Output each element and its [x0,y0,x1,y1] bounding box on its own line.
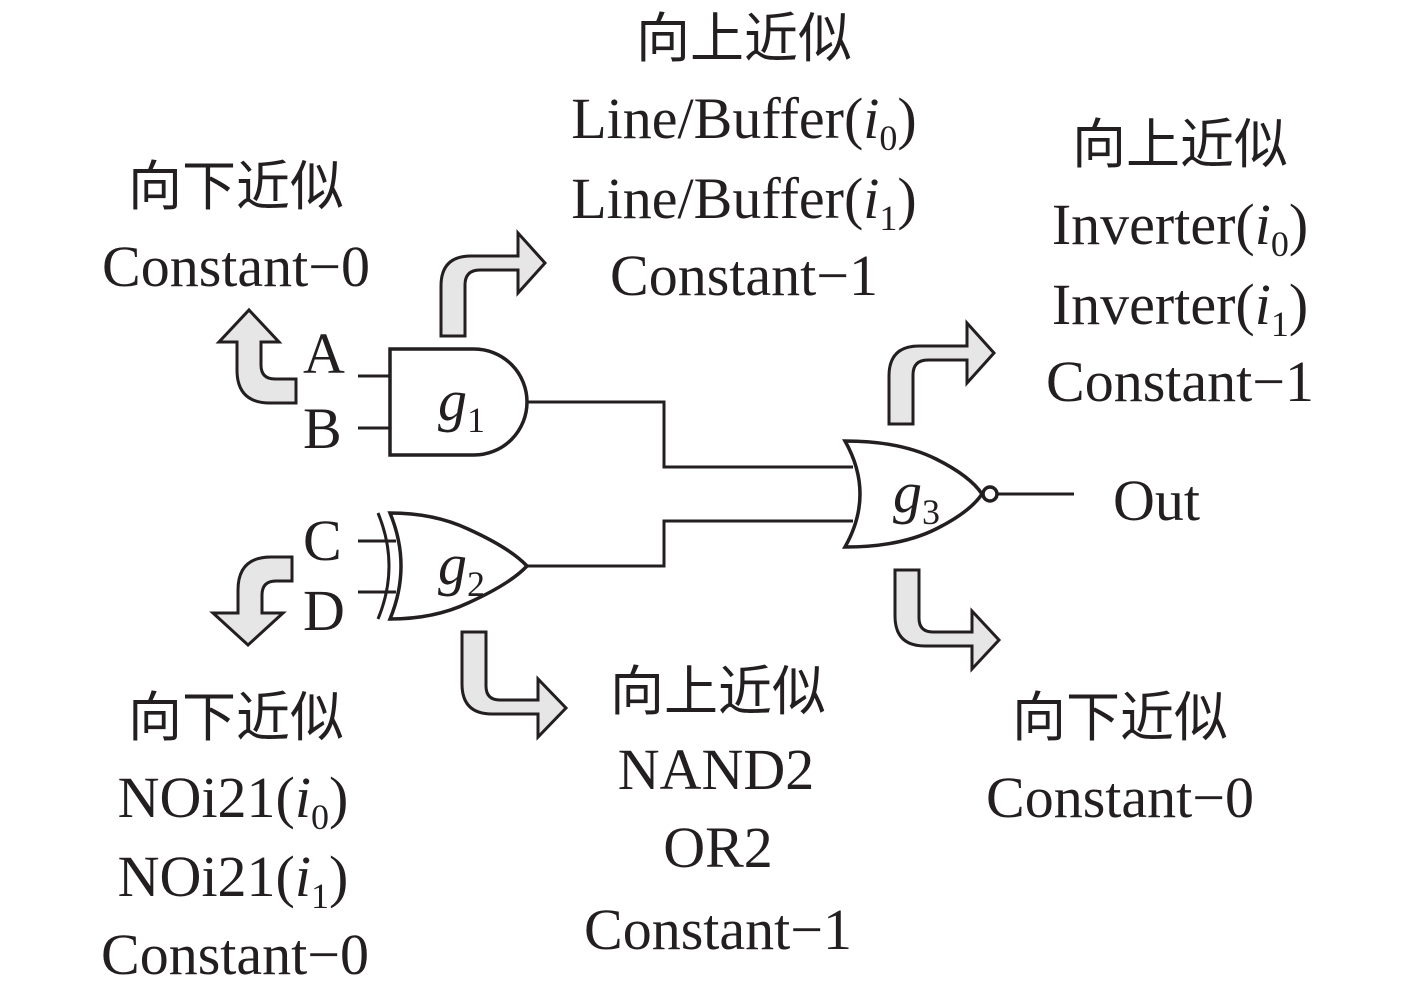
input-a-label: A [303,321,345,386]
wires [358,374,1074,594]
and-gate-body [388,347,529,457]
arrow-g3-up-icon [887,319,997,426]
g2-up-title: 向上近似 [610,660,826,723]
g1-up-line-1: Line/Buffer(i0) [571,86,917,158]
gate-g2-label: g2 [438,532,485,604]
annotation-cd-down: 向下近似 NOi21(i0) NOi21(i1) Constant−0 [101,686,369,987]
io-labels: A B C D Out [303,321,1200,643]
gate-g1-label: g1 [438,368,485,440]
cd-down-line-1: NOi21(i0) [118,765,349,837]
output-label: Out [1113,468,1200,533]
cd-down-line-2: NOi21(i1) [118,844,349,916]
g3-up-line-1: Inverter(i0) [1052,192,1308,264]
arrow-g3-down-icon [893,568,1002,673]
wire-g1-to-g3 [527,400,853,469]
gate-g2-xor: g2 [376,511,530,621]
g1-up-line-2: Line/Buffer(i1) [571,166,917,238]
gate-g1-and: g1 [388,347,529,457]
nor-gate-body [841,439,985,549]
annotation-g3-down: 向下近似 Constant−0 [986,686,1254,830]
annotation-g3-up: 向上近似 Inverter(i0) Inverter(i1) Constant−… [1046,113,1314,414]
cd-down-title: 向下近似 [128,686,344,749]
input-b-label: B [303,396,342,461]
arrow-cd-down-icon [209,555,294,648]
nor-output-bubble [981,485,999,503]
g2-up-line-2: OR2 [663,815,773,880]
input-c-label: C [303,508,342,573]
annotation-ab-down: 向下近似 Constant−0 [102,155,370,299]
arrow-g1-up-icon [439,229,548,338]
xor-gate-body [387,511,530,621]
arrows [209,229,1002,741]
g1-up-title: 向上近似 [636,7,852,70]
g3-up-title: 向上近似 [1072,113,1288,176]
ab-down-line-1: Constant−0 [102,234,370,299]
annotation-g1-up: 向上近似 Line/Buffer(i0) Line/Buffer(i1) Con… [571,7,917,308]
arrow-ab-down-icon [215,307,298,405]
g2-up-line-1: NAND2 [618,737,815,802]
input-d-label: D [303,578,345,643]
gate-g3-label: g3 [893,460,940,532]
arrow-g2-up-icon [460,630,569,741]
xor-extra-arc [376,512,391,620]
ab-down-title: 向下近似 [128,155,344,218]
g1-up-line-3: Constant−1 [610,243,878,308]
g3-down-line-1: Constant−0 [986,765,1254,830]
g3-down-title: 向下近似 [1012,686,1228,749]
gate-g3-nor: g3 [841,439,999,549]
g3-up-line-2: Inverter(i1) [1052,272,1308,344]
annotation-g2-up: 向上近似 NAND2 OR2 Constant−1 [584,660,852,962]
cd-down-line-3: Constant−0 [101,922,369,987]
g3-up-line-3: Constant−1 [1046,349,1314,414]
wire-g2-to-g3 [527,519,853,568]
g2-up-line-3: Constant−1 [584,897,852,962]
